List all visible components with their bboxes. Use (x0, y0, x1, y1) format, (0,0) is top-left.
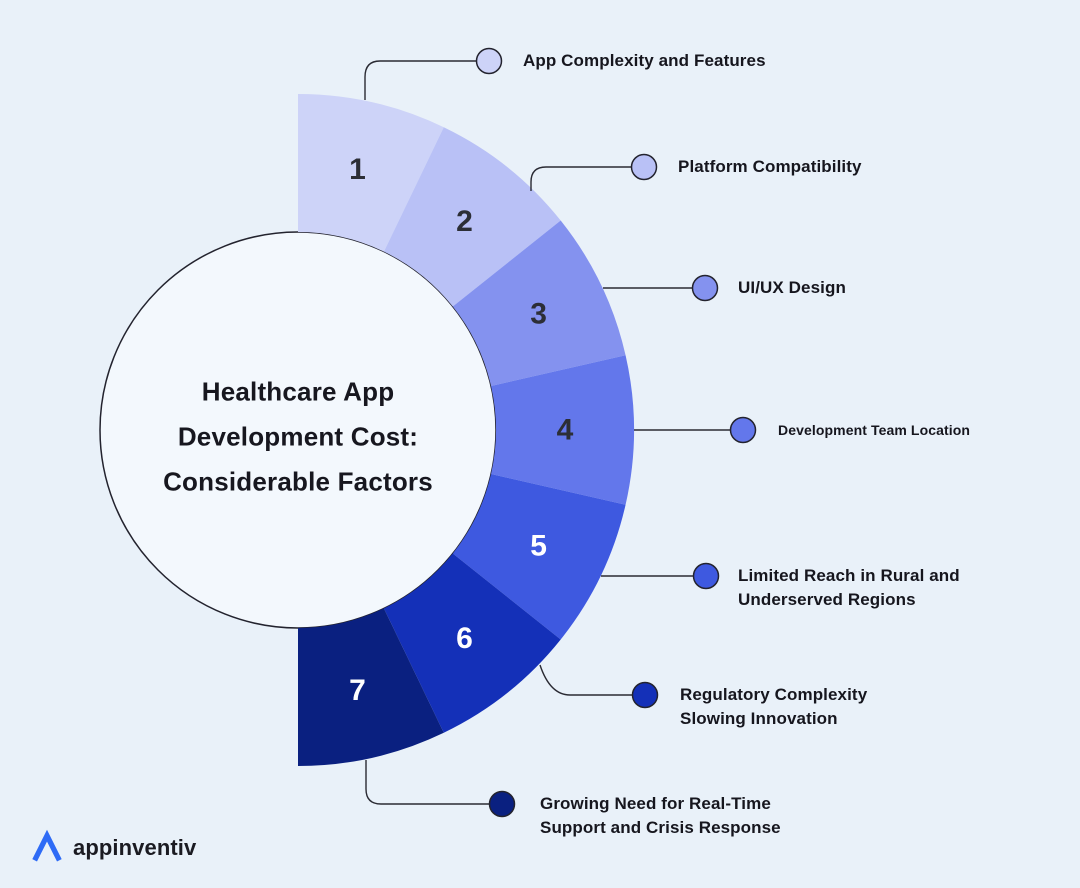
connector-line-1 (364, 60, 478, 100)
appinventiv-triangle-icon (32, 829, 62, 862)
segment-number-6: 6 (456, 622, 473, 655)
callout-dot-5 (692, 562, 720, 590)
segment-number-3: 3 (530, 298, 547, 331)
callout-dot-4 (729, 416, 757, 444)
segment-number-2: 2 (456, 205, 473, 238)
fan-segment-7 (298, 608, 444, 766)
callout-dot-7 (488, 790, 516, 818)
brand-logo: appinventiv (28, 827, 196, 869)
factor-label-6: Regulatory Complexity Slowing Innovation (680, 685, 868, 728)
page-title: Healthcare App Development Cost: Conside… (163, 376, 433, 497)
fan-segment-5 (452, 474, 626, 640)
factor-label-5: Limited Reach in Rural and Underserved R… (738, 566, 960, 609)
factor-label-2: Platform Compatibility (678, 157, 862, 176)
fan-segment-3 (452, 220, 626, 386)
fan-segment-6 (383, 553, 561, 733)
fan-segment-1 (298, 94, 444, 252)
factor-label-1: App Complexity and Features (523, 51, 766, 70)
callout-dot-2 (630, 153, 658, 181)
factor-label-4: Development Team Location (778, 422, 971, 438)
brand-logo-text: appinventiv (73, 835, 197, 860)
factor-label-3: UI/UX Design (738, 278, 846, 297)
segment-number-1: 1 (349, 153, 366, 186)
segment-number-4: 4 (557, 414, 574, 447)
segment-number-7: 7 (349, 674, 366, 707)
fan-segment-4 (491, 355, 634, 505)
connector-line-2 (530, 166, 632, 191)
connector-line-7 (365, 760, 490, 805)
factor-label-7: Growing Need for Real-Time Support and C… (540, 794, 781, 837)
segment-number-5: 5 (530, 529, 547, 562)
callout-dot-3 (691, 274, 719, 302)
callout-dot-1 (475, 47, 503, 75)
fan-segment-2 (383, 127, 561, 307)
callout-dot-6 (631, 681, 659, 709)
connector-line-6 (539, 664, 633, 696)
